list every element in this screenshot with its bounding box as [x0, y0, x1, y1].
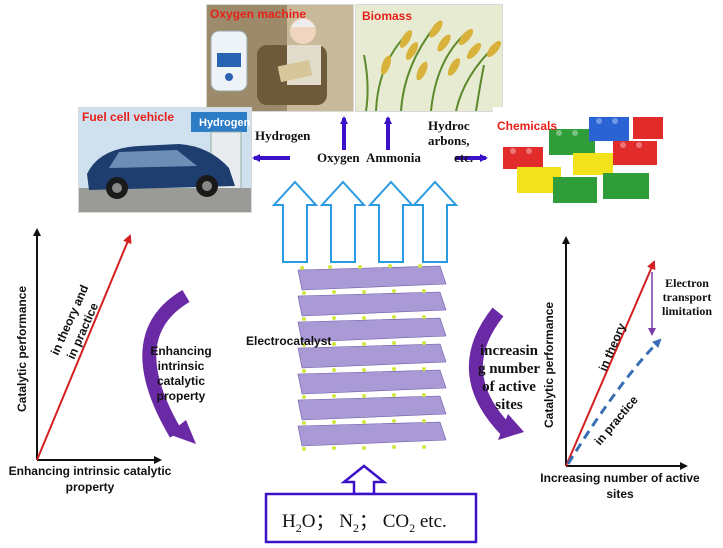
- right-strategy-label: increasin g number of active sites: [470, 342, 548, 414]
- left-strategy-line1: Enhancing: [150, 344, 212, 358]
- left-plot-xlabel-line2: property: [65, 480, 115, 494]
- oxygen-machine-photo: Oxygen machine: [206, 4, 354, 112]
- right-curved-arrowhead: [498, 414, 524, 440]
- fuel-cell-vehicle-label: Fuel cell vehicle: [82, 110, 175, 124]
- chemicals-label: Chemicals: [497, 119, 558, 133]
- lego-bricks-image: [503, 117, 663, 203]
- product-oxygen: Oxygen: [317, 150, 360, 165]
- feedstock-text: H2O； N2； CO2 etc.: [282, 506, 447, 536]
- left-strategy-line4: property: [156, 389, 206, 403]
- left-strategy-label: Enhancing intrinsic catalytic property: [146, 344, 216, 404]
- left-plot-ylabel: Catalytic performance: [15, 286, 29, 412]
- electrocatalyst-label: Electrocatalyst: [246, 334, 332, 348]
- right-plot-theory-line: [565, 260, 656, 467]
- feedstock-co2-tail: etc.: [415, 511, 447, 532]
- feedstock-n2: N: [339, 511, 353, 532]
- feedstock-co2: CO: [382, 511, 410, 532]
- feedstock-h2o-subscript: 2: [295, 520, 302, 535]
- right-plot-xlabel-line2: sites: [606, 487, 634, 501]
- right-strategy-line3: of active: [482, 379, 536, 395]
- right-plot-theory-label: in theory: [596, 321, 629, 373]
- biomass-photo: Biomass: [355, 4, 503, 112]
- rice-plants-image: [356, 5, 502, 111]
- hydrogen-station-sign: Hydrogen: [199, 117, 251, 129]
- feedstock-box: [264, 492, 478, 544]
- oxygen-machine-label: Oxygen machine: [210, 7, 307, 21]
- right-plot-limitation-line3: limitation: [662, 304, 712, 318]
- feedstock-arrow: [340, 464, 388, 496]
- fuel-cell-vehicle-photo: Hydrogen Fuel cell vehicle: [78, 107, 252, 213]
- feedstock-n2-subscript: 2: [352, 520, 359, 535]
- product-hydrocarbons-line1: Hydroc: [428, 118, 470, 133]
- left-strategy-line3: catalytic: [156, 374, 206, 388]
- left-curved-arrow: [142, 289, 190, 438]
- product-hydrocarbons-line3: etc.: [454, 150, 474, 165]
- output-arrow-3: [367, 180, 415, 263]
- feedstock-h2o-tail: O；: [301, 511, 335, 532]
- electrocatalyst-crystal-icon: [297, 264, 447, 451]
- output-arrows: [271, 180, 459, 263]
- right-strategy-line4: sites: [495, 397, 523, 413]
- product-hydrocarbons-line2: arbons,: [428, 133, 470, 148]
- chemicals-photo: Chemicals: [493, 107, 669, 210]
- biomass-label: Biomass: [362, 9, 413, 23]
- right-strategy-line2: g number: [477, 361, 541, 377]
- right-plot-limitation-label: Electron transport limitation: [656, 276, 718, 318]
- feedstock-co2-subscript: 2: [409, 520, 416, 535]
- right-plot-limitation-line2: transport: [662, 290, 712, 304]
- right-plot-xlabel: Increasing number of active sites: [528, 470, 712, 502]
- right-strategy-line1: increasin: [479, 343, 539, 359]
- output-arrow-2: [319, 180, 367, 263]
- right-curved-arrow: [468, 307, 512, 435]
- product-hydrogen: Hydrogen: [255, 128, 311, 143]
- elderly-reader-image: [207, 5, 353, 111]
- output-arrow-4: [411, 180, 459, 263]
- right-plot-practice-curve: [566, 338, 662, 465]
- left-strategy-line2: intrinsic: [157, 359, 205, 373]
- right-plot-limitation-line1: Electron: [665, 276, 709, 290]
- car-image: Hydrogen: [79, 108, 251, 212]
- feedstock-n2-tail: ；: [358, 511, 378, 532]
- product-hydrocarbons: Hydroc arbons,: [428, 118, 470, 148]
- product-ammonia: Ammonia: [366, 150, 421, 165]
- output-arrow-1: [271, 180, 319, 263]
- feedstock-h2o: H: [282, 511, 296, 532]
- left-plot-performance-line: [36, 234, 132, 461]
- left-plot-xlabel-line1: Enhancing intrinsic catalytic: [8, 464, 172, 478]
- right-plot-practice-label: in practice: [592, 393, 642, 448]
- right-plot-ylabel: Catalytic performance: [542, 302, 556, 428]
- left-curved-arrowhead: [168, 420, 196, 444]
- left-plot-xlabel: Enhancing intrinsic catalytic property: [4, 463, 176, 495]
- right-plot-xlabel-line1: Increasing number of active: [540, 471, 700, 485]
